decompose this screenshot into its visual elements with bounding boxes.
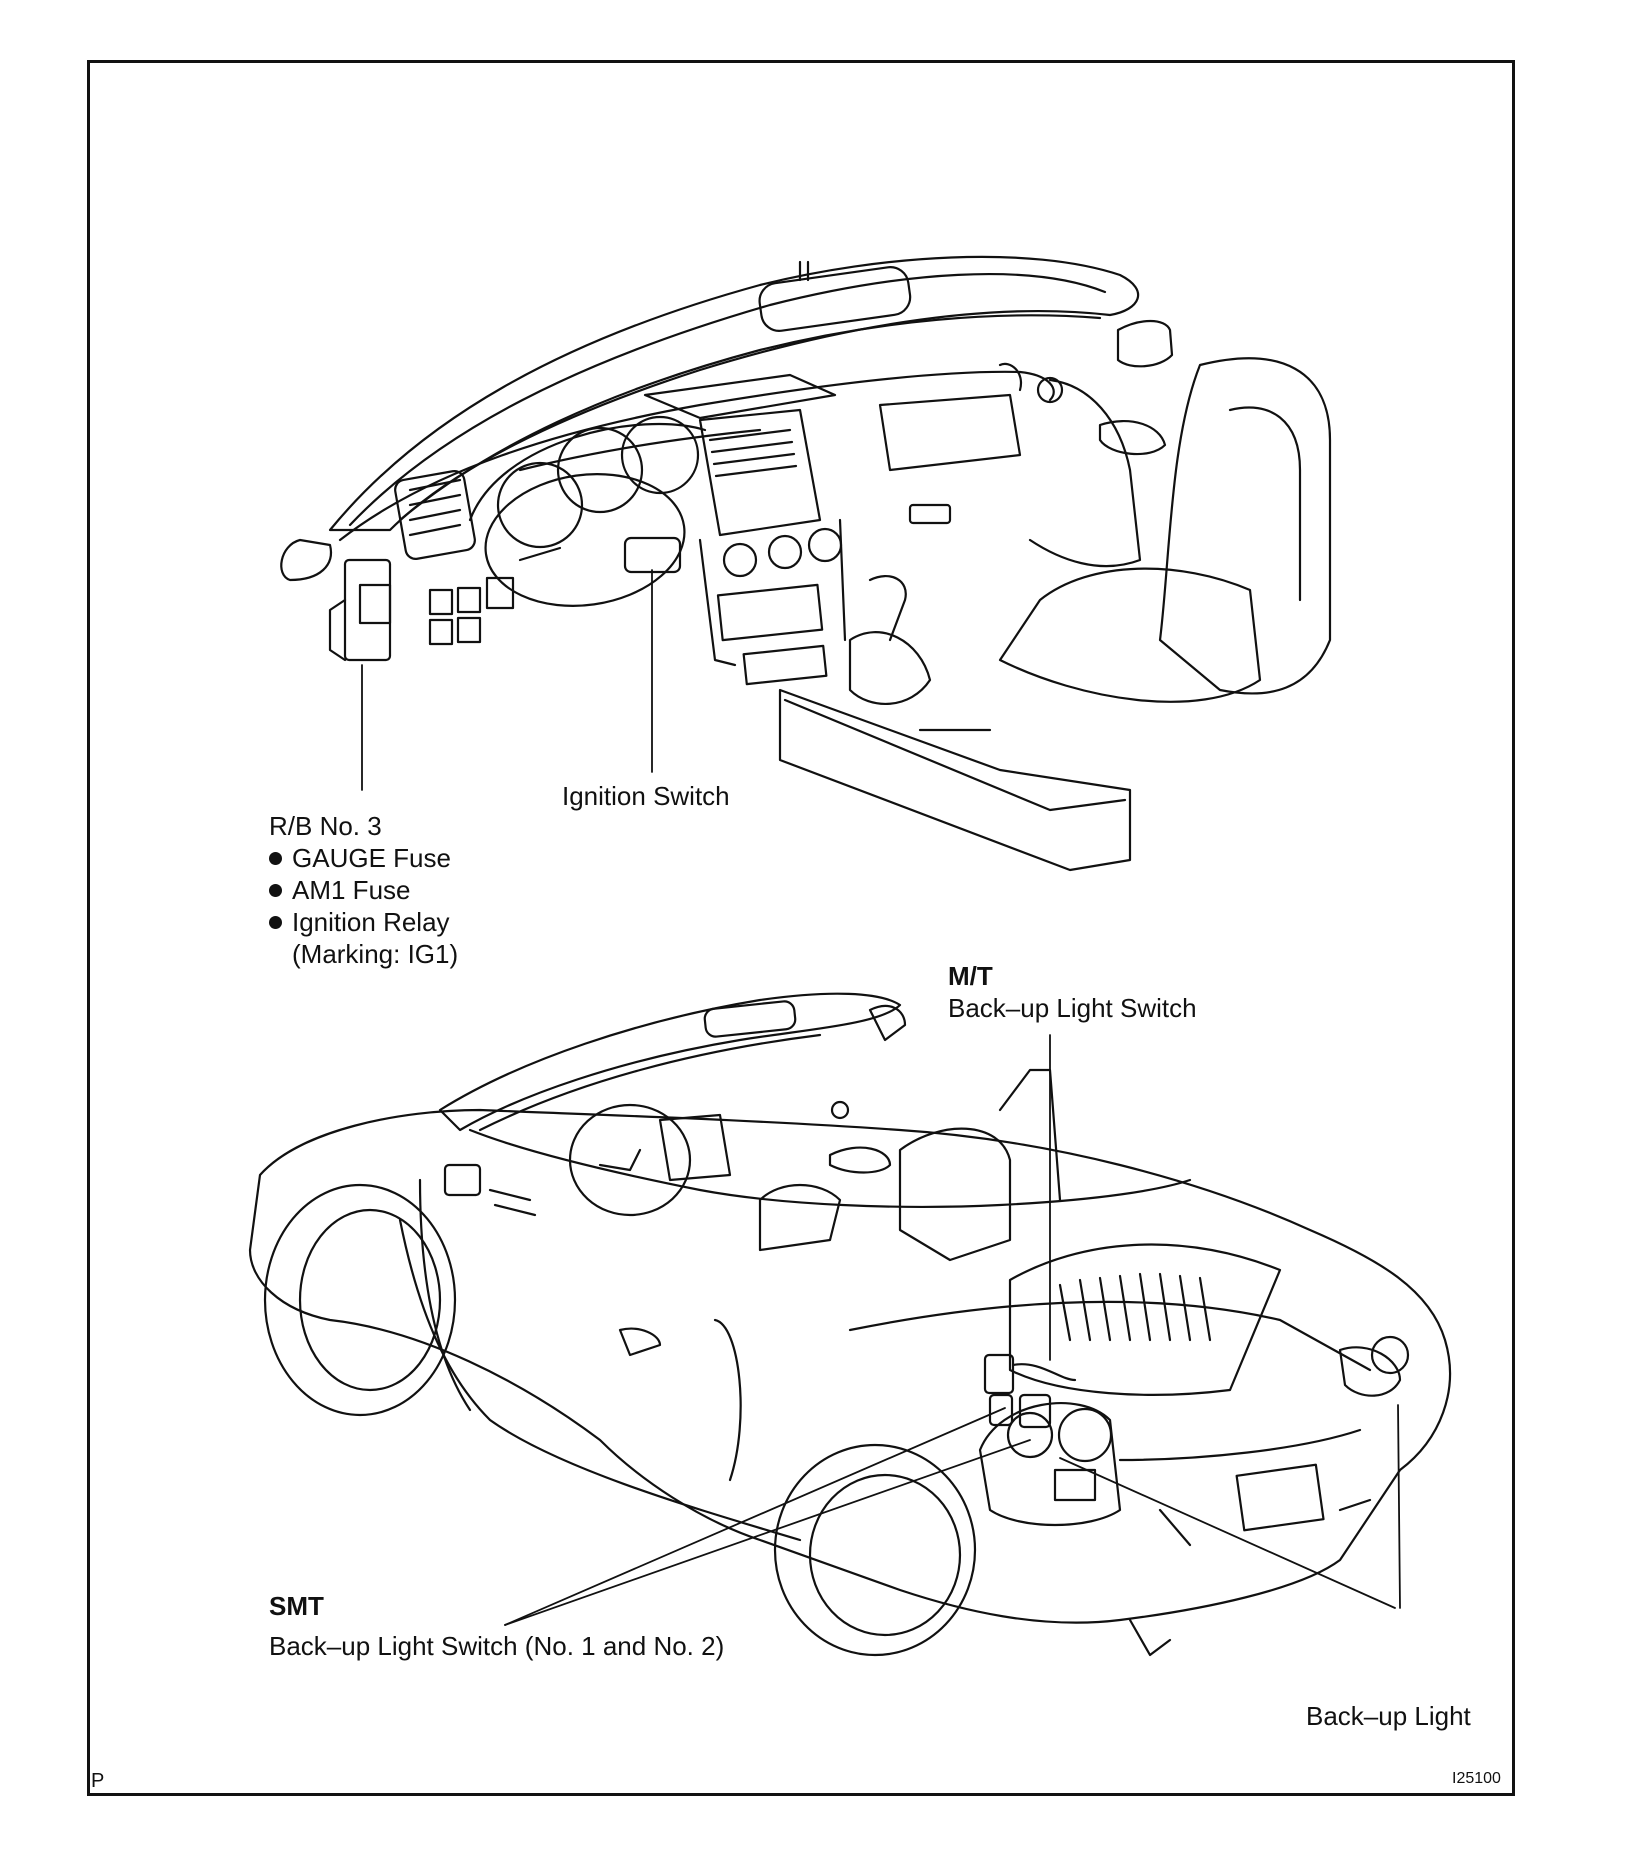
- rb-no3-components-list: GAUGE Fuse AM1 Fuse Ignition Relay (Mark…: [269, 842, 458, 970]
- smt-label: SMT: [269, 1591, 324, 1621]
- figure-id: I25100: [1452, 1770, 1501, 1787]
- callout-lines: [361, 569, 1401, 1626]
- mt-label: M/T: [948, 961, 993, 991]
- list-item: GAUGE Fuse: [269, 842, 458, 874]
- list-item: Ignition Relay: [269, 906, 458, 938]
- bullet-icon: [269, 852, 282, 865]
- bullet-icon: [269, 916, 282, 929]
- backup-light-label: Back–up Light: [1306, 1701, 1471, 1731]
- dashboard-interior-illustration: [280, 255, 1332, 872]
- diagram-frame: [87, 60, 1515, 1796]
- list-item: AM1 Fuse: [269, 874, 458, 906]
- bullet-icon: [269, 884, 282, 897]
- corner-code-left: P: [91, 1770, 105, 1792]
- list-item: (Marking: IG1): [292, 939, 459, 969]
- ignition-switch-label: Ignition Switch: [562, 781, 730, 811]
- mt-backup-light-switch-label: Back–up Light Switch: [948, 993, 1197, 1023]
- smt-backup-light-switch-label: Back–up Light Switch (No. 1 and No. 2): [269, 1631, 725, 1661]
- rb-no3-label: R/B No. 3: [269, 811, 382, 841]
- car-exterior-illustration: [248, 992, 1452, 1657]
